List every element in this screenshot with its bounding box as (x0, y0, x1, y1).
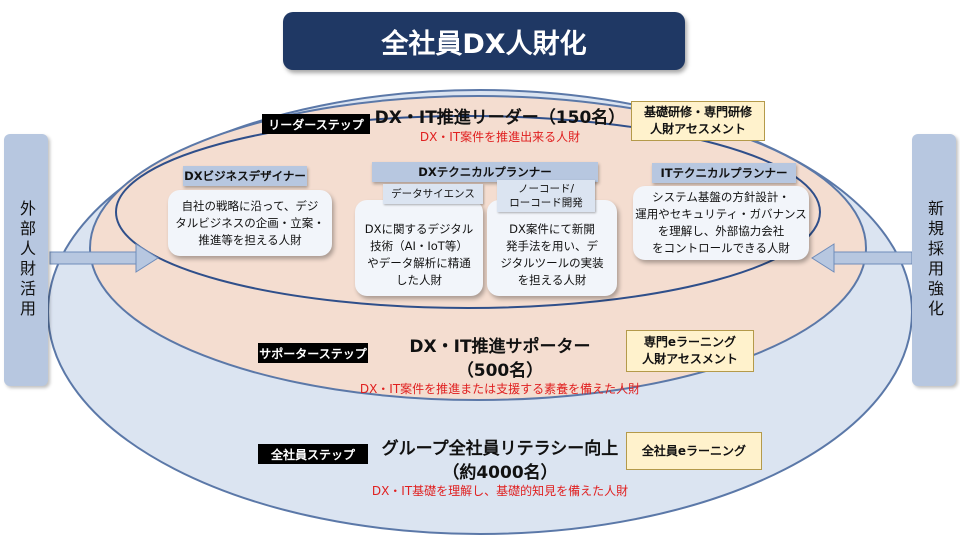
role-desc-line: システム基盤の方針設計・ (652, 190, 790, 204)
leader-training-line: 基礎研修・専門研修 (643, 105, 752, 119)
role-desc-line: 発手法を用い、デ (506, 239, 598, 253)
no-code-line: ローコード開発 (509, 197, 583, 209)
supporter-training-box: 専門eラーニング 人財アセスメント (626, 330, 754, 372)
role-desc-line: やデータ解析に精通 (367, 256, 471, 270)
leader-description: DX・IT案件を推進出来る人財 (419, 130, 581, 144)
all-employee-count: （約4000名） (442, 463, 558, 483)
dx-technical-planner-card-right: DX案件にて新開 発手法を用い、デ ジタルツールの実装 を担える人財 (487, 200, 617, 296)
role-desc-line: を担える人財 (517, 273, 587, 287)
supporter-heading: DX・IT推進サポーター (409, 337, 591, 357)
all-employee-training-box: 全社員eラーニング (626, 432, 762, 470)
all-employee-training-line: 全社員eラーニング (641, 443, 747, 458)
newhire-arrow (811, 243, 913, 273)
leader-step-tag: リーダーステップ (262, 114, 370, 134)
role-desc-line: ジタルツールの実装 (500, 256, 604, 270)
role-desc-line: DXに関するデジタル (364, 222, 474, 236)
role-desc-line: タルビジネスの企画・立案・ (175, 215, 325, 230)
supporter-training-line: 専門eラーニング (643, 335, 737, 349)
role-desc-line: DX案件にて新開 (509, 222, 595, 236)
external-talent-label: 外部人財活用 (17, 200, 36, 320)
leader-training-box: 基礎研修・専門研修 人財アセスメント (631, 101, 765, 141)
role-desc-line: 運用やセキュリティ・ガバナンス (635, 207, 807, 221)
dx-business-designer-label: DXビジネスデザイナー (183, 166, 307, 186)
dx-business-designer-card: 自社の戦略に沿って、デジ タルビジネスの企画・立案・ 推進等を担える人財 (168, 190, 332, 256)
supporter-training-line: 人財アセスメント (642, 352, 738, 366)
new-hire-bar: 新規採用強化 (912, 134, 956, 386)
role-desc-line: を理解し、外部協力会社 (657, 224, 785, 238)
data-science-label: データサイエンス (383, 184, 483, 204)
external-arrow (49, 243, 159, 273)
supporter-count: （500名） (456, 361, 544, 381)
no-code-line: ノーコード/ (517, 183, 575, 195)
external-talent-bar: 外部人財活用 (4, 134, 48, 386)
role-desc-line: 技術（AI・IoT等） (370, 239, 468, 253)
supporter-step-tag: サポーターステップ (258, 343, 368, 363)
dx-technical-planner-label: DXテクニカルプランナー (372, 162, 598, 182)
it-technical-planner-card: システム基盤の方針設計・ 運用やセキュリティ・ガバナンス を理解し、外部協力会社… (633, 186, 809, 260)
role-desc-line: をコントロールできる人財 (652, 241, 790, 255)
role-desc-line: 自社の戦略に沿って、デジ (181, 198, 319, 213)
leader-ellipse (115, 115, 821, 309)
page-title: 全社員DX人財化 (283, 12, 685, 70)
all-employee-description: DX・IT基礎を理解し、基礎的知見を備えた人財 (371, 484, 629, 498)
leader-heading: DX・IT推進リーダー（150名） (374, 108, 626, 128)
it-technical-planner-label: ITテクニカルプランナー (652, 163, 796, 183)
new-hire-label: 新規採用強化 (925, 200, 944, 320)
role-desc-line: した人財 (395, 273, 442, 287)
all-employee-heading: グループ全社員リテラシー向上 (381, 439, 619, 459)
leader-training-line: 人財アセスメント (650, 122, 746, 136)
no-code-label: ノーコード/ ローコード開発 (497, 180, 595, 212)
all-employee-step-tag: 全社員ステップ (258, 444, 368, 464)
role-desc-line: 推進等を担える人財 (198, 232, 302, 247)
dx-technical-planner-card-left: DXに関するデジタル 技術（AI・IoT等） やデータ解析に精通 した人財 (355, 200, 483, 296)
supporter-description: DX・IT案件を推進または支援する素養を備えた人財 (359, 382, 641, 396)
